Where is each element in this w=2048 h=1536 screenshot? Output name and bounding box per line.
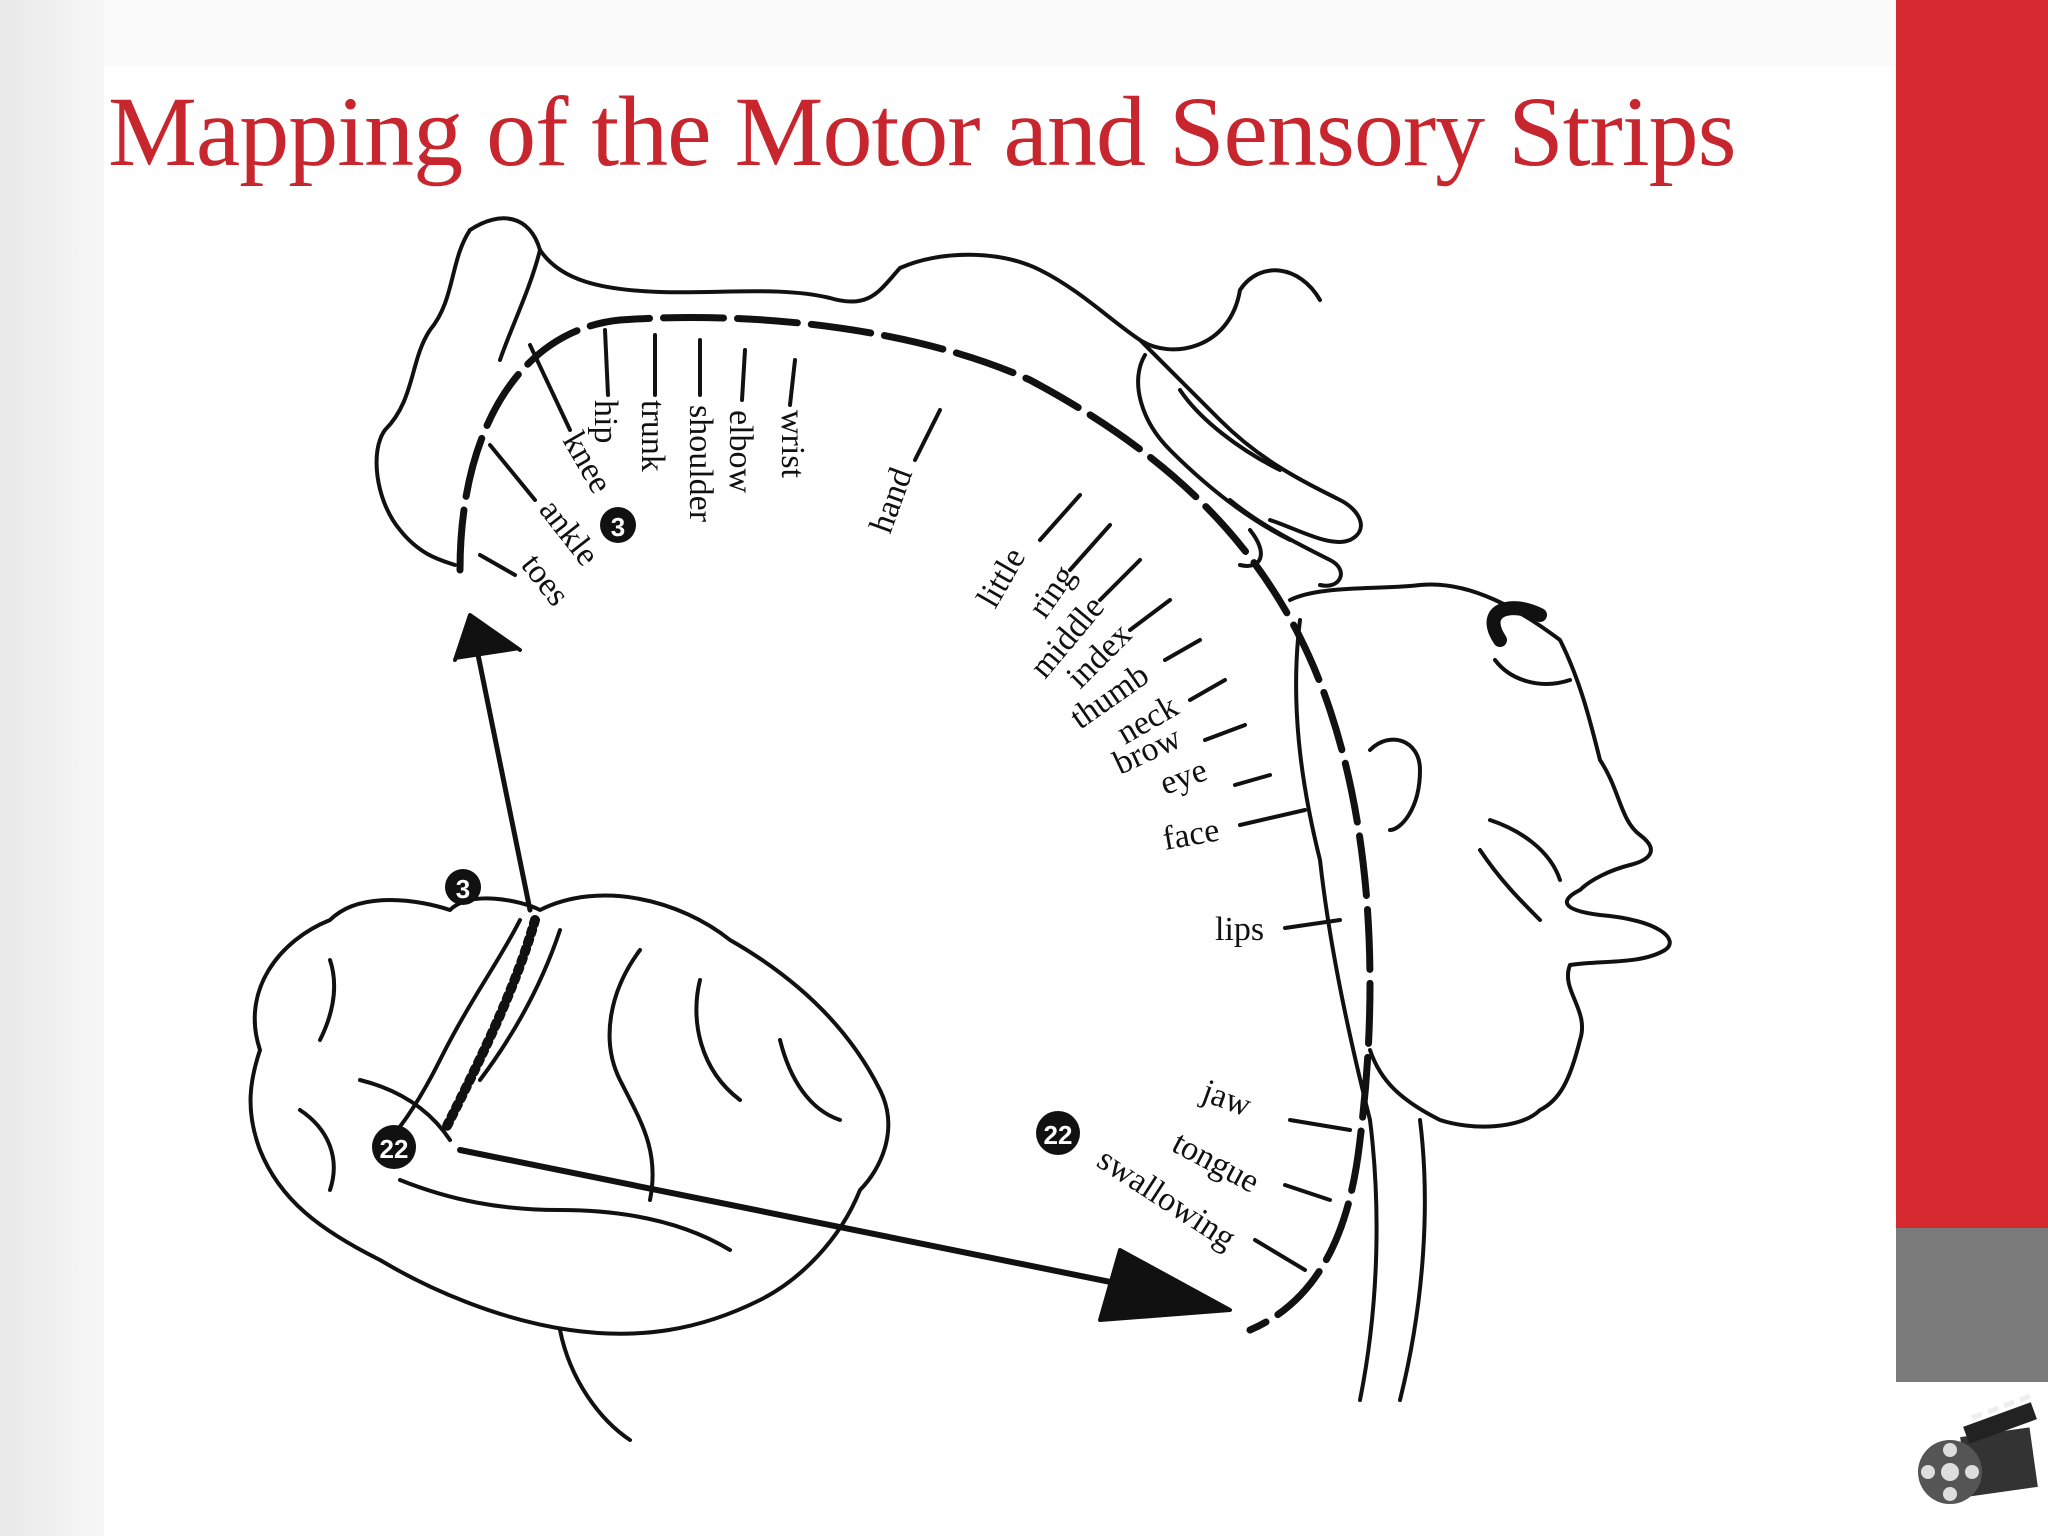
label-shoulder: shoulder <box>682 405 719 523</box>
badge-3-top <box>600 507 636 543</box>
sidebar-gray-bar <box>1896 1228 2048 1382</box>
badge-3-brain <box>445 869 481 905</box>
homunculus-hand <box>1138 338 1363 544</box>
badge-22-strip-text: 22 <box>1044 1120 1073 1150</box>
brain-outline <box>248 893 891 1336</box>
slide-title: Mapping of the Motor and Sensory Strips <box>108 76 1737 187</box>
label-lips: lips <box>1215 911 1264 948</box>
badge-3-top-text: 3 <box>611 512 625 542</box>
badge-22-strip <box>1036 1111 1080 1155</box>
homunculus-body <box>468 216 1322 352</box>
label-jaw: jaw <box>1196 1072 1256 1124</box>
label-hand: hand <box>863 463 920 538</box>
sidebar-red-bar <box>1896 0 2048 1228</box>
arrow-right <box>457 1147 1153 1293</box>
badge-22-brain-text: 22 <box>380 1134 409 1164</box>
cortical-strip <box>456 314 1374 1334</box>
film-clapper-icon <box>1918 1393 2038 1504</box>
label-face: face <box>1160 812 1222 858</box>
label-elbow: elbow <box>722 410 759 494</box>
label-wrist: wrist <box>774 410 811 479</box>
label-hip: hip <box>587 400 624 443</box>
left-background <box>0 0 104 1536</box>
homunculus-face <box>1288 582 1672 1129</box>
label-trunk: trunk <box>634 400 671 472</box>
arrow-up <box>472 637 533 913</box>
slide-canvas <box>104 66 1896 1536</box>
badge-3-brain-text: 3 <box>456 874 470 904</box>
badge-22-brain <box>372 1125 416 1169</box>
